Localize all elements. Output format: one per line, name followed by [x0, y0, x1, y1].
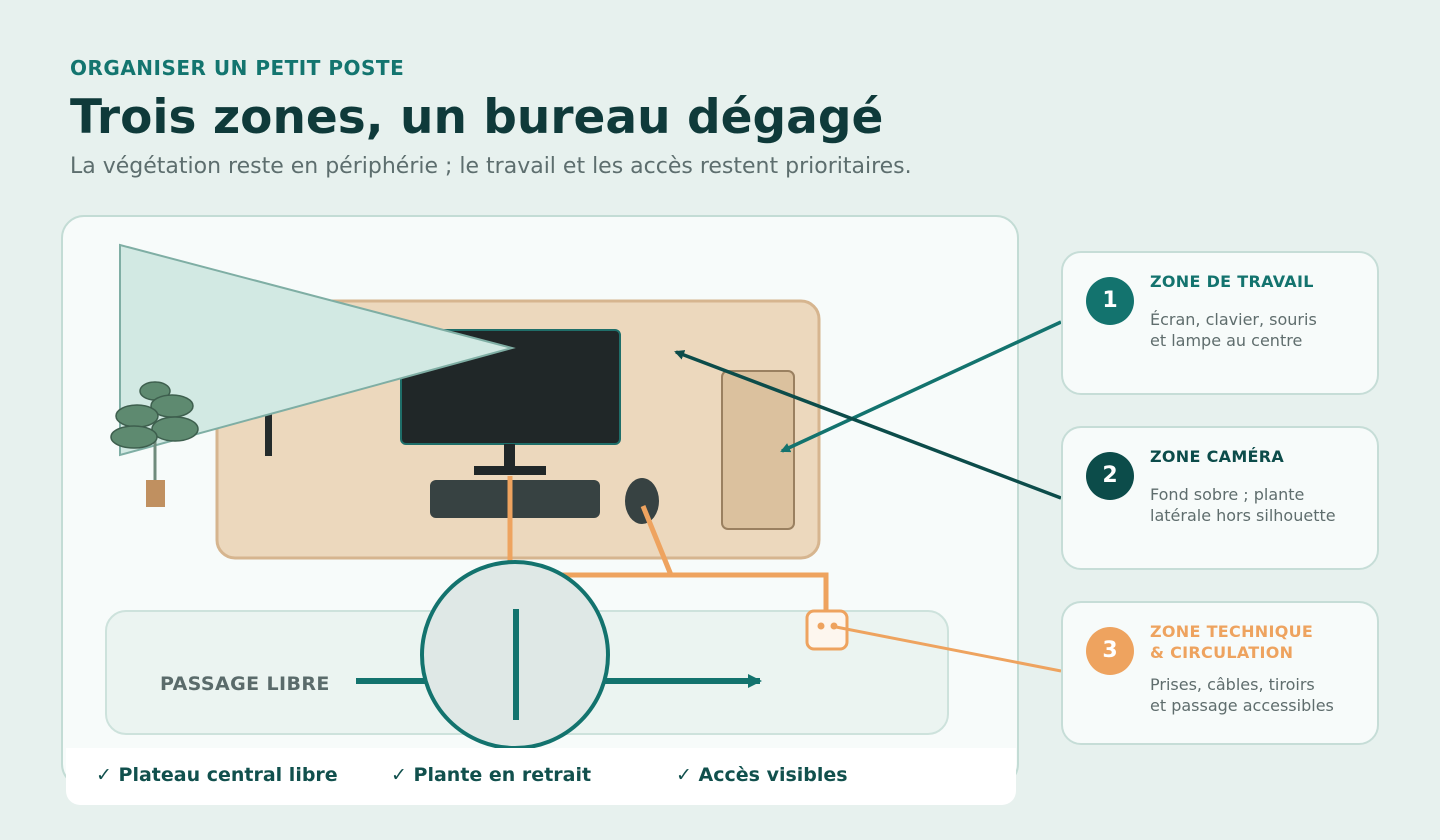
- zone-badge: 2: [1086, 452, 1134, 500]
- monitor-base: [474, 466, 546, 475]
- zone-description: Fond sobre ; plante latérale hors silhou…: [1150, 485, 1336, 525]
- cable: [640, 505, 674, 576]
- zone-card-work: 1 ZONE DE TRAVAIL Écran, clavier, souris…: [1061, 251, 1379, 395]
- zone-badge: 1: [1086, 277, 1134, 325]
- eyebrow: ORGANISER UN PETIT POSTE: [70, 56, 405, 80]
- check-item: ✓ Accès visibles: [676, 764, 848, 786]
- power-outlet: [805, 609, 849, 651]
- check-item: ✓ Plateau central libre: [96, 764, 338, 786]
- zone-title: ZONE CAMÉRA: [1150, 447, 1285, 466]
- zone-title: ZONE DE TRAVAIL: [1150, 272, 1314, 291]
- plant-leaf: [110, 425, 158, 449]
- connector-zone-1: [780, 320, 1062, 453]
- page-subtitle: La végétation reste en périphérie ; le t…: [70, 154, 912, 179]
- zone-badge: 3: [1086, 627, 1134, 675]
- plant-pot: [146, 480, 165, 507]
- page-title: Trois zones, un bureau dégagé: [70, 90, 884, 145]
- plant-leaf: [115, 404, 159, 428]
- keyboard: [430, 480, 600, 518]
- drawer-unit: [721, 370, 795, 530]
- connector-zone-3: [835, 625, 1062, 673]
- connector-zone-2: [674, 350, 1062, 500]
- zone-description: Écran, clavier, souris et lampe au centr…: [1150, 310, 1317, 350]
- outlet-hole: [830, 622, 838, 630]
- plant-leaf: [151, 416, 199, 442]
- lamp-stand: [265, 410, 272, 456]
- mouse: [625, 478, 659, 524]
- zone-card-camera: 2 ZONE CAMÉRA Fond sobre ; plante latéra…: [1061, 426, 1379, 570]
- cable: [507, 476, 829, 612]
- zone-description: Prises, câbles, tiroirs et passage acces…: [1150, 675, 1334, 715]
- checklist: ✓ Plateau central libre ✓ Plante en retr…: [66, 748, 1016, 805]
- zone-card-technical: 3 ZONE TECHNIQUE & CIRCULATION Prises, c…: [1061, 601, 1379, 745]
- passage-label: PASSAGE LIBRE: [160, 673, 330, 695]
- camera-field-of-view: [119, 243, 516, 457]
- zone-title: ZONE TECHNIQUE & CIRCULATION: [1150, 622, 1314, 662]
- monitor-neck: [504, 444, 515, 468]
- check-item: ✓ Plante en retrait: [391, 764, 592, 786]
- outlet-hole: [817, 622, 825, 630]
